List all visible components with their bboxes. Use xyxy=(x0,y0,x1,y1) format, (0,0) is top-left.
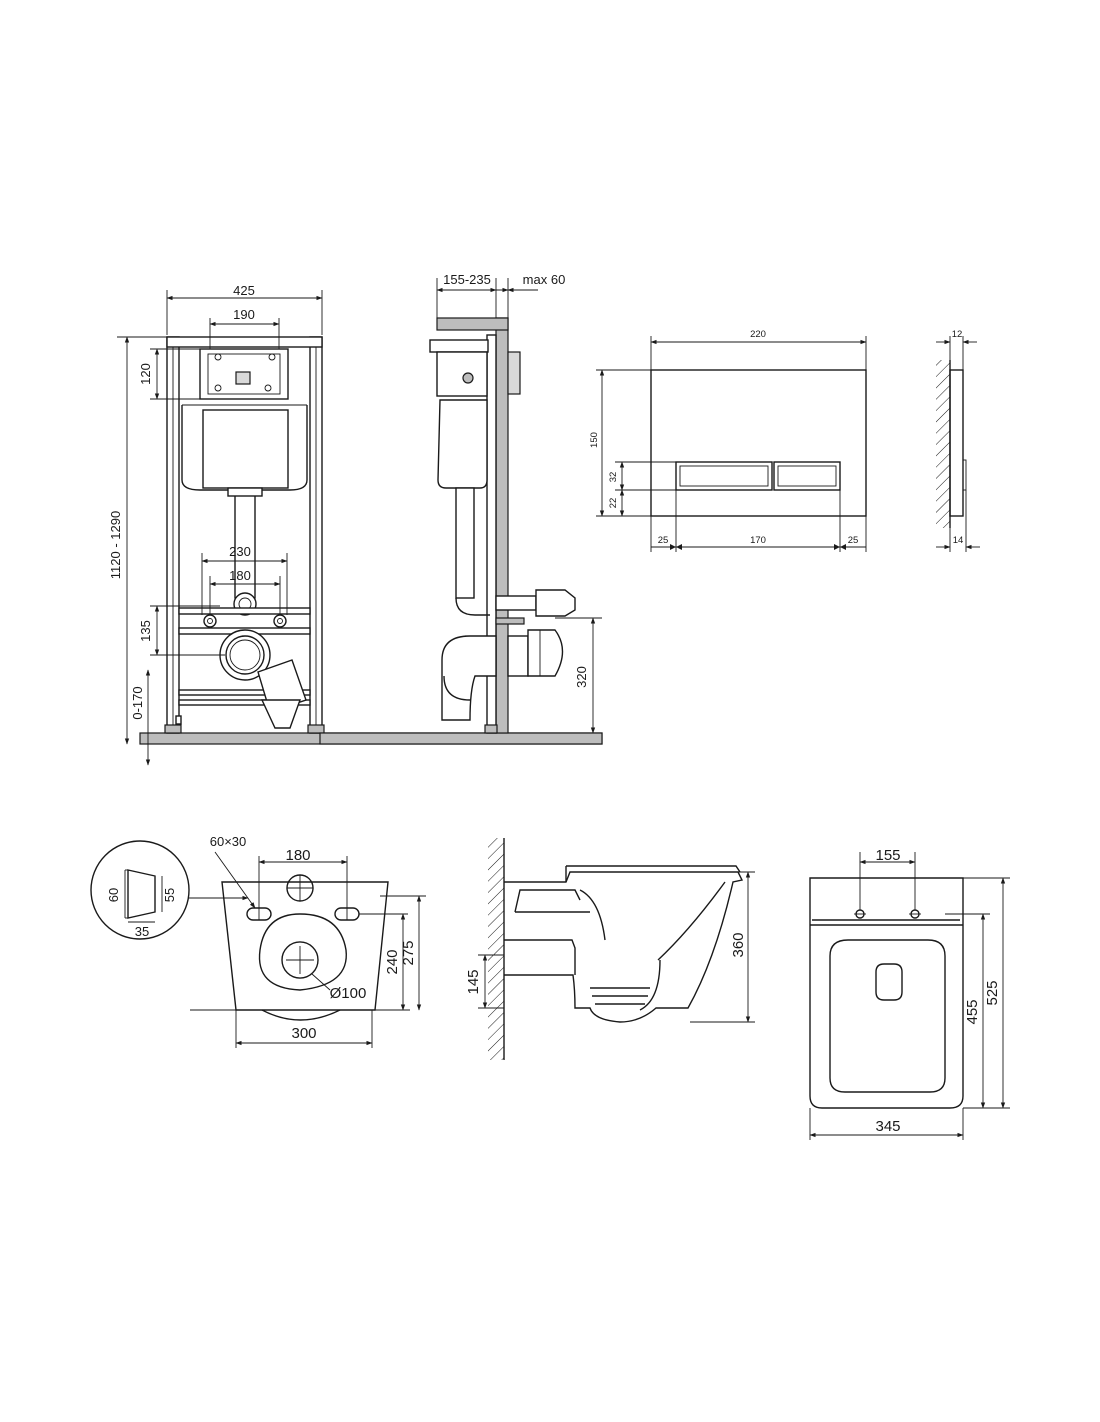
bolt-left xyxy=(203,614,217,628)
bolt-right xyxy=(273,614,287,628)
dim-side-depth: 155-235 xyxy=(443,272,491,287)
dim-frame-width: 425 xyxy=(233,283,255,298)
dim-pipe-spacing-outer: 230 xyxy=(229,544,251,559)
dim-side-outlet: 145 xyxy=(465,969,482,994)
flush-plate-side-view: 12 14 xyxy=(936,329,980,552)
side-drain-elbow xyxy=(441,635,497,721)
finished-wall xyxy=(495,317,509,734)
slot-detail: 60 55 35 xyxy=(90,840,190,940)
frame-top-bar xyxy=(166,336,323,348)
dim-margin-left: 25 xyxy=(658,535,669,546)
side-cistern xyxy=(437,399,488,489)
dim-top-bolt-spacing: 155 xyxy=(875,847,900,864)
dim-margin-right: 25 xyxy=(848,535,859,546)
dim-bowl-height: 360 xyxy=(730,932,747,957)
dim-inner-height: 240 xyxy=(384,949,401,974)
frame-side-view: 155-235 max 60 320 xyxy=(319,272,603,745)
cistern-tank xyxy=(202,409,289,489)
dim-plate-thickness: 12 xyxy=(952,329,963,340)
drain-opening-top xyxy=(875,963,903,1001)
bowl-side-outline xyxy=(504,871,744,1023)
side-wall-hatch xyxy=(488,838,504,1060)
top-bolt-left xyxy=(854,909,866,919)
dim-top-inner-length: 455 xyxy=(964,999,981,1024)
button-right xyxy=(773,461,841,491)
bowl-top-view: 155 455 525 345 xyxy=(809,847,1010,1140)
dim-detail-inner: 55 xyxy=(162,888,177,902)
dim-outlet-diameter: Ø100 xyxy=(330,985,367,1002)
label-slot-size: 60×30 xyxy=(210,834,247,849)
button-left xyxy=(675,461,773,491)
flush-plate xyxy=(650,369,867,517)
dim-total-height: 1120 - 1290 xyxy=(108,511,123,579)
detail-circle xyxy=(90,840,190,940)
dim-button-height: 32 xyxy=(608,472,619,483)
flush-plate-profile xyxy=(949,369,964,517)
dim-leg-adjust: 0-170 xyxy=(130,686,145,719)
dim-detail-depth: 35 xyxy=(135,924,149,939)
dim-outer-height: 275 xyxy=(400,940,417,965)
bowl-side-view: 145 360 xyxy=(465,838,755,1060)
dim-bolt-spacing: 180 xyxy=(285,847,310,864)
dim-button-width: 170 xyxy=(750,535,766,546)
dim-top-length: 525 xyxy=(984,980,1001,1005)
seat-opening xyxy=(829,939,946,1093)
bowl-top-outline xyxy=(809,877,964,1109)
floor-slab-side xyxy=(319,732,603,745)
dim-plate-width: 220 xyxy=(750,329,766,340)
frame-front-view: 425 190 120 1120 - 1290 230 180 135 0-17… xyxy=(108,283,603,766)
dim-bracket-height: 120 xyxy=(138,363,153,385)
dim-side-outlet-height: 320 xyxy=(574,666,589,688)
dim-plate-depth: 14 xyxy=(953,535,964,546)
dim-pipe-spacing-inner: 180 xyxy=(229,568,251,583)
bowl-back-view: 60×30 180 240 275 Ø100 300 xyxy=(189,834,426,1048)
dim-bracket-width: 190 xyxy=(233,307,255,322)
dim-bottom-width: 300 xyxy=(291,1025,316,1042)
flush-plate-front-view: 220 150 32 22 25 170 25 xyxy=(589,329,867,552)
top-bolt-right xyxy=(909,909,921,919)
dim-detail-height: 60 xyxy=(106,888,121,902)
dim-top-width: 345 xyxy=(875,1118,900,1135)
dim-button-bottom: 22 xyxy=(608,498,619,509)
dim-outlet-offset: 135 xyxy=(138,620,153,642)
wall-hatch xyxy=(936,360,950,528)
dim-wall-max: max 60 xyxy=(523,272,566,287)
dim-plate-height: 150 xyxy=(589,432,600,448)
outlet-hole xyxy=(281,941,319,979)
